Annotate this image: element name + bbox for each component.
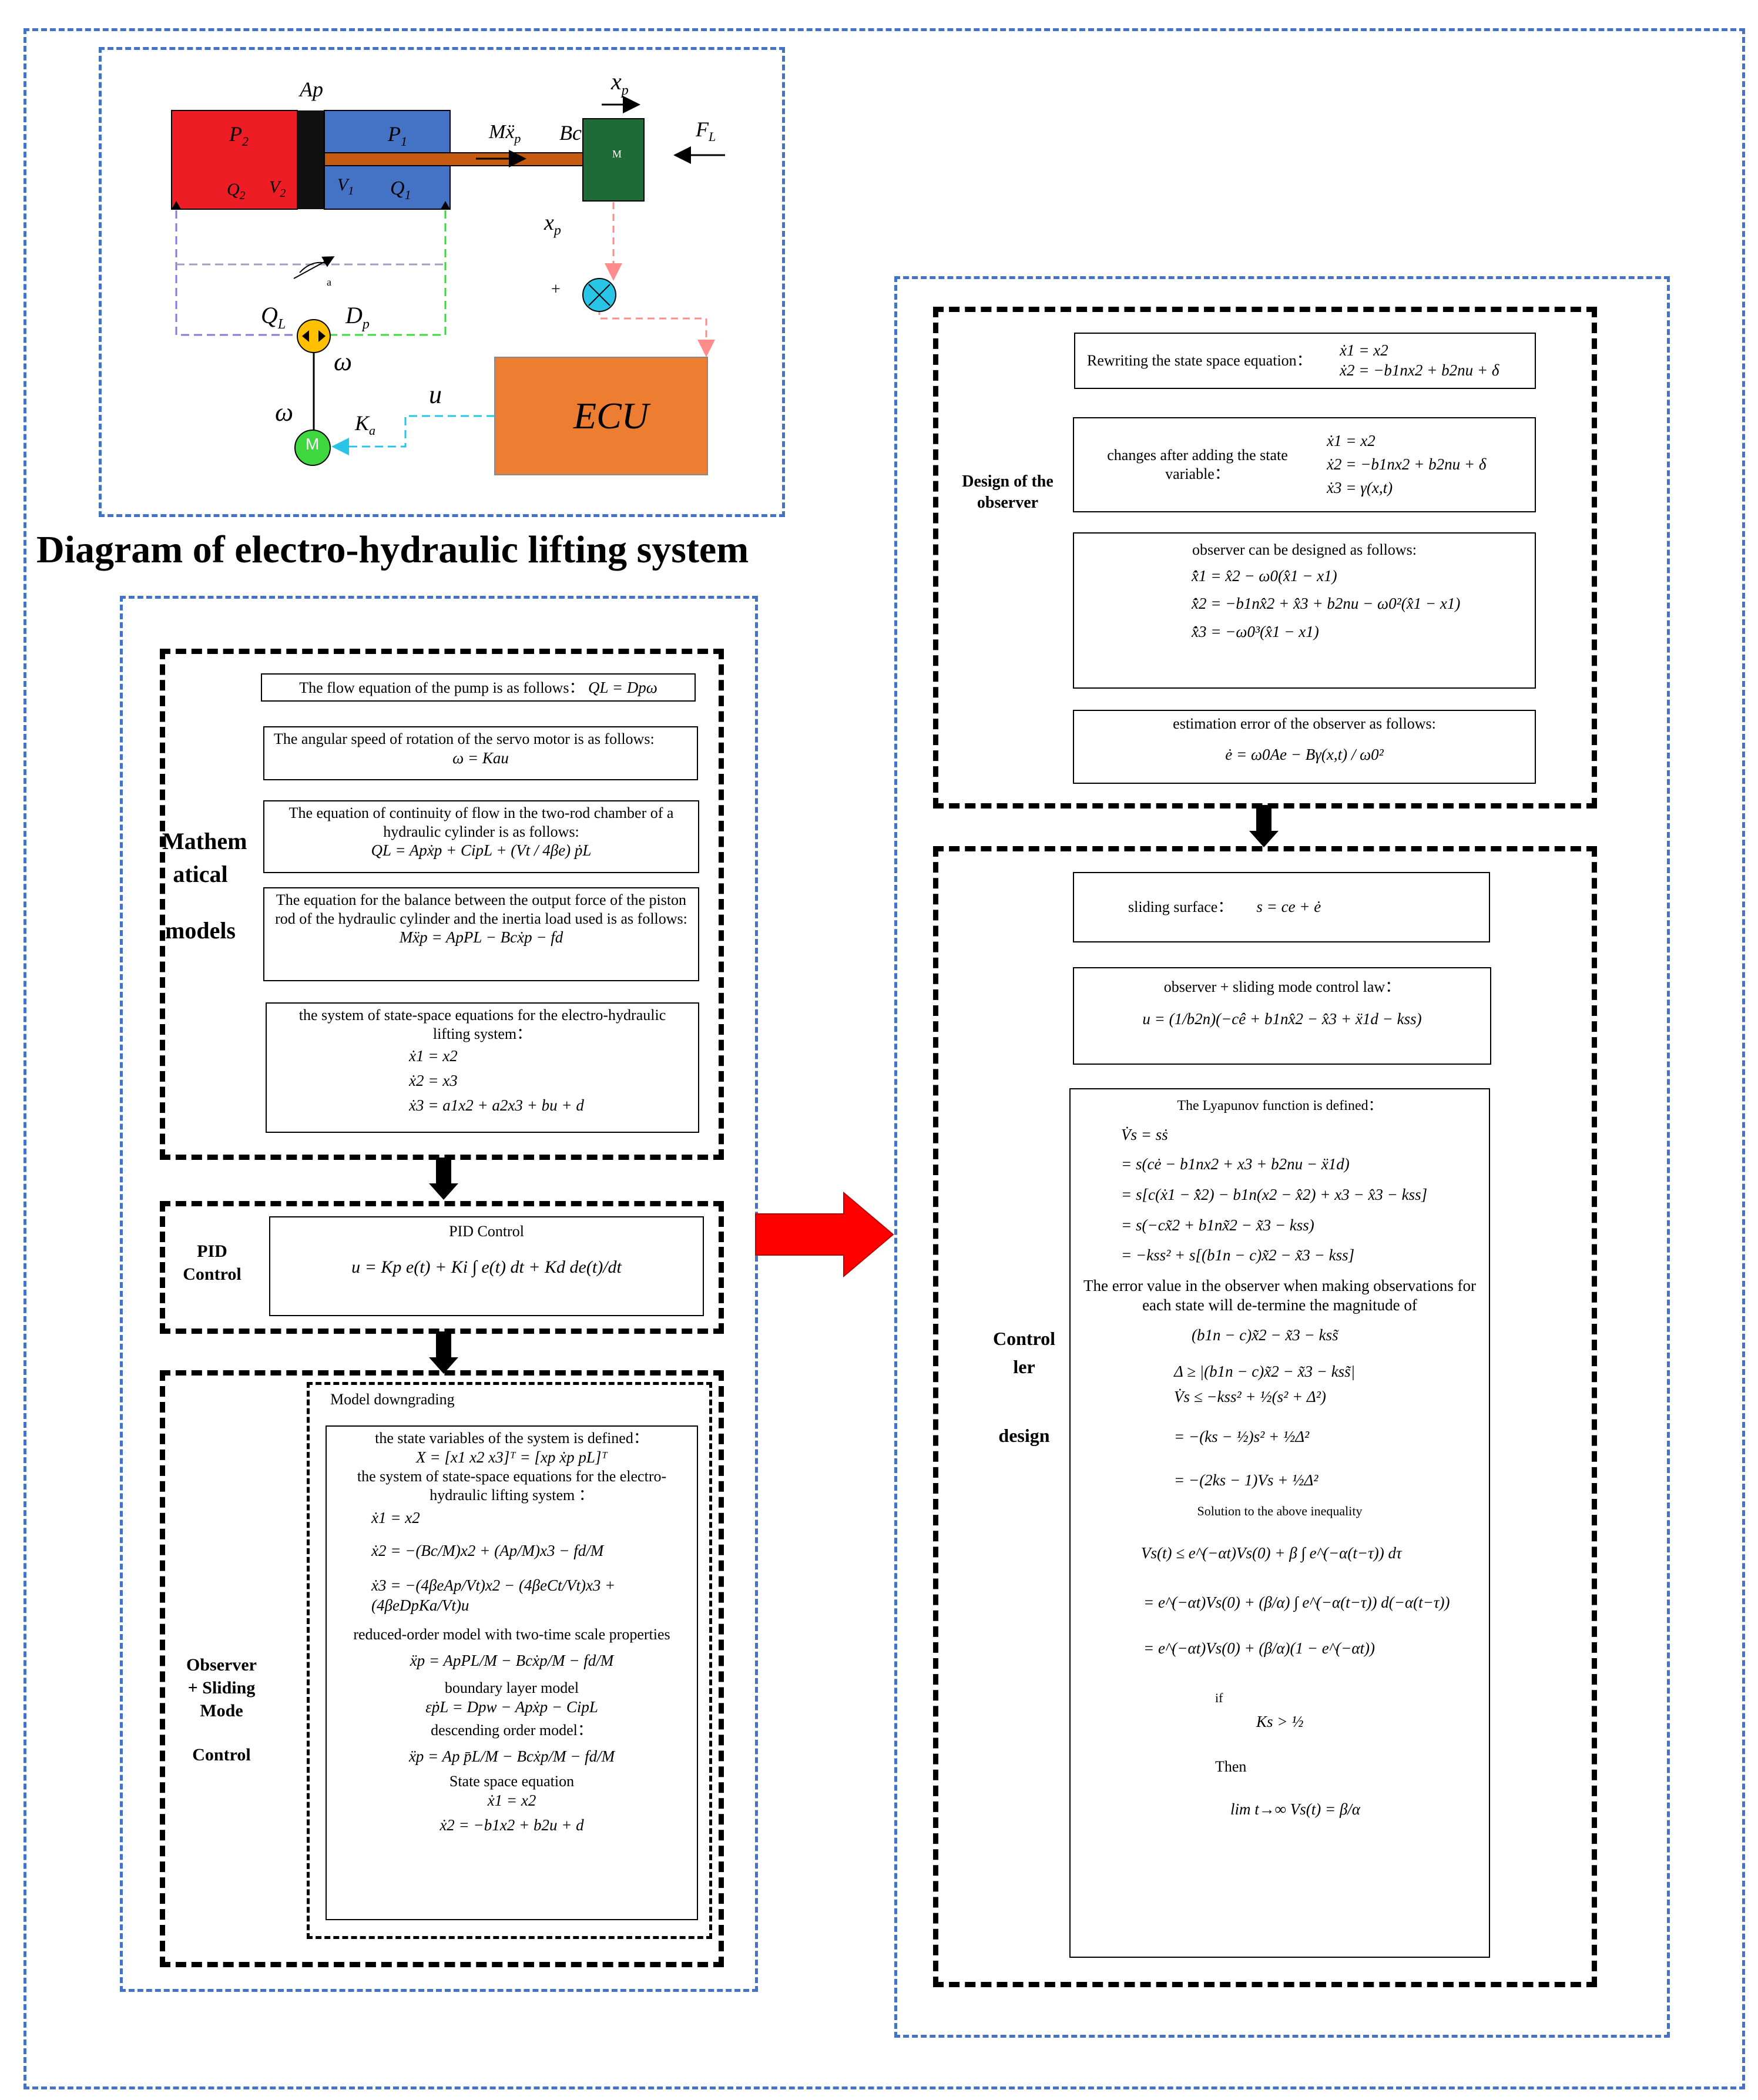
left-chamber <box>171 110 298 210</box>
pid-section <box>160 1201 724 1334</box>
model-downgrading-frame <box>307 1382 712 1939</box>
model-downgrading-box: the state variables of the system is def… <box>326 1425 698 1920</box>
label-u: u <box>429 380 442 409</box>
label-xp-mid: xp <box>544 210 561 239</box>
state-space-box: the system of state-space equations for … <box>266 1002 699 1133</box>
label-xp-top: xp <box>611 68 629 98</box>
label-v1: V1 <box>337 175 354 197</box>
estimation-error-box: estimation error of the observer as foll… <box>1073 710 1536 784</box>
angular-speed-box: The angular speed of rotation of the ser… <box>263 726 698 780</box>
diagram-title: Diagram of electro-hydraulic lifting sys… <box>36 528 749 571</box>
label-omega-motor: ω <box>275 398 294 427</box>
label-ap: Ap <box>300 78 323 101</box>
label-valve: a <box>327 276 331 288</box>
label-ecu: ECU <box>573 395 649 437</box>
red-arrow <box>755 1191 894 1278</box>
hydraulic-diagram <box>171 96 725 475</box>
pid-box: PID Control u = Kp e(t) + Ki ∫ e(t) dt +… <box>269 1216 704 1316</box>
continuity-box: The equation of continuity of flow in th… <box>263 800 699 873</box>
label-v2: V2 <box>269 177 286 200</box>
label-bc: Bc <box>559 121 582 145</box>
left-methods-frame <box>120 596 758 1992</box>
piston <box>297 110 324 209</box>
control-law-box: observer + sliding mode control law： u =… <box>1073 967 1491 1065</box>
label-omega-pump: ω <box>334 347 353 376</box>
label-motor: M <box>306 435 320 453</box>
right-controller-frame <box>894 276 1670 2038</box>
label-ql: QL <box>261 302 286 332</box>
changes-box: changes after adding the state variable：… <box>1073 417 1536 512</box>
sliding-surface-box: sliding surface：s = ce + ė <box>1073 872 1490 942</box>
rewrite-box: Rewriting the state space equation： ẋ1 =… <box>1074 333 1536 389</box>
motor <box>294 430 331 466</box>
label-p1: P1 <box>388 122 407 149</box>
down-arrow-1 <box>429 1158 458 1200</box>
hydraulic-diagram-frame <box>99 47 785 517</box>
down-arrow-2 <box>429 1331 458 1374</box>
model-downgrading-title: Model downgrading <box>330 1391 455 1408</box>
down-arrow-right <box>1249 805 1279 847</box>
observer-eq-box: observer can be designed as follows: x̂̇… <box>1073 532 1536 689</box>
math-models-section <box>160 649 724 1160</box>
label-dp: Dp <box>345 302 370 332</box>
outer-frame <box>24 28 1745 2089</box>
piston-rod <box>324 152 583 166</box>
label-fl: FL <box>696 118 716 145</box>
label-q2: Q2 <box>227 180 246 202</box>
label-p2: P2 <box>229 122 249 149</box>
label-mxp: Mẍp <box>489 121 521 146</box>
label-q1: Q1 <box>390 177 411 202</box>
label-ka: Ka <box>355 411 376 438</box>
lyapunov-box: The Lyapunov function is defined： V̇s = … <box>1069 1088 1490 1958</box>
label-plus: + <box>551 280 561 298</box>
controller-design-section <box>933 846 1597 1987</box>
mass-block <box>582 118 645 202</box>
label-mass: M <box>612 148 622 160</box>
observer-section <box>160 1370 724 1967</box>
balance-box: The equation for the balance between the… <box>263 887 699 981</box>
ecu-block <box>494 357 708 475</box>
flow-equation-box: The flow equation of the pump is as foll… <box>261 673 696 702</box>
